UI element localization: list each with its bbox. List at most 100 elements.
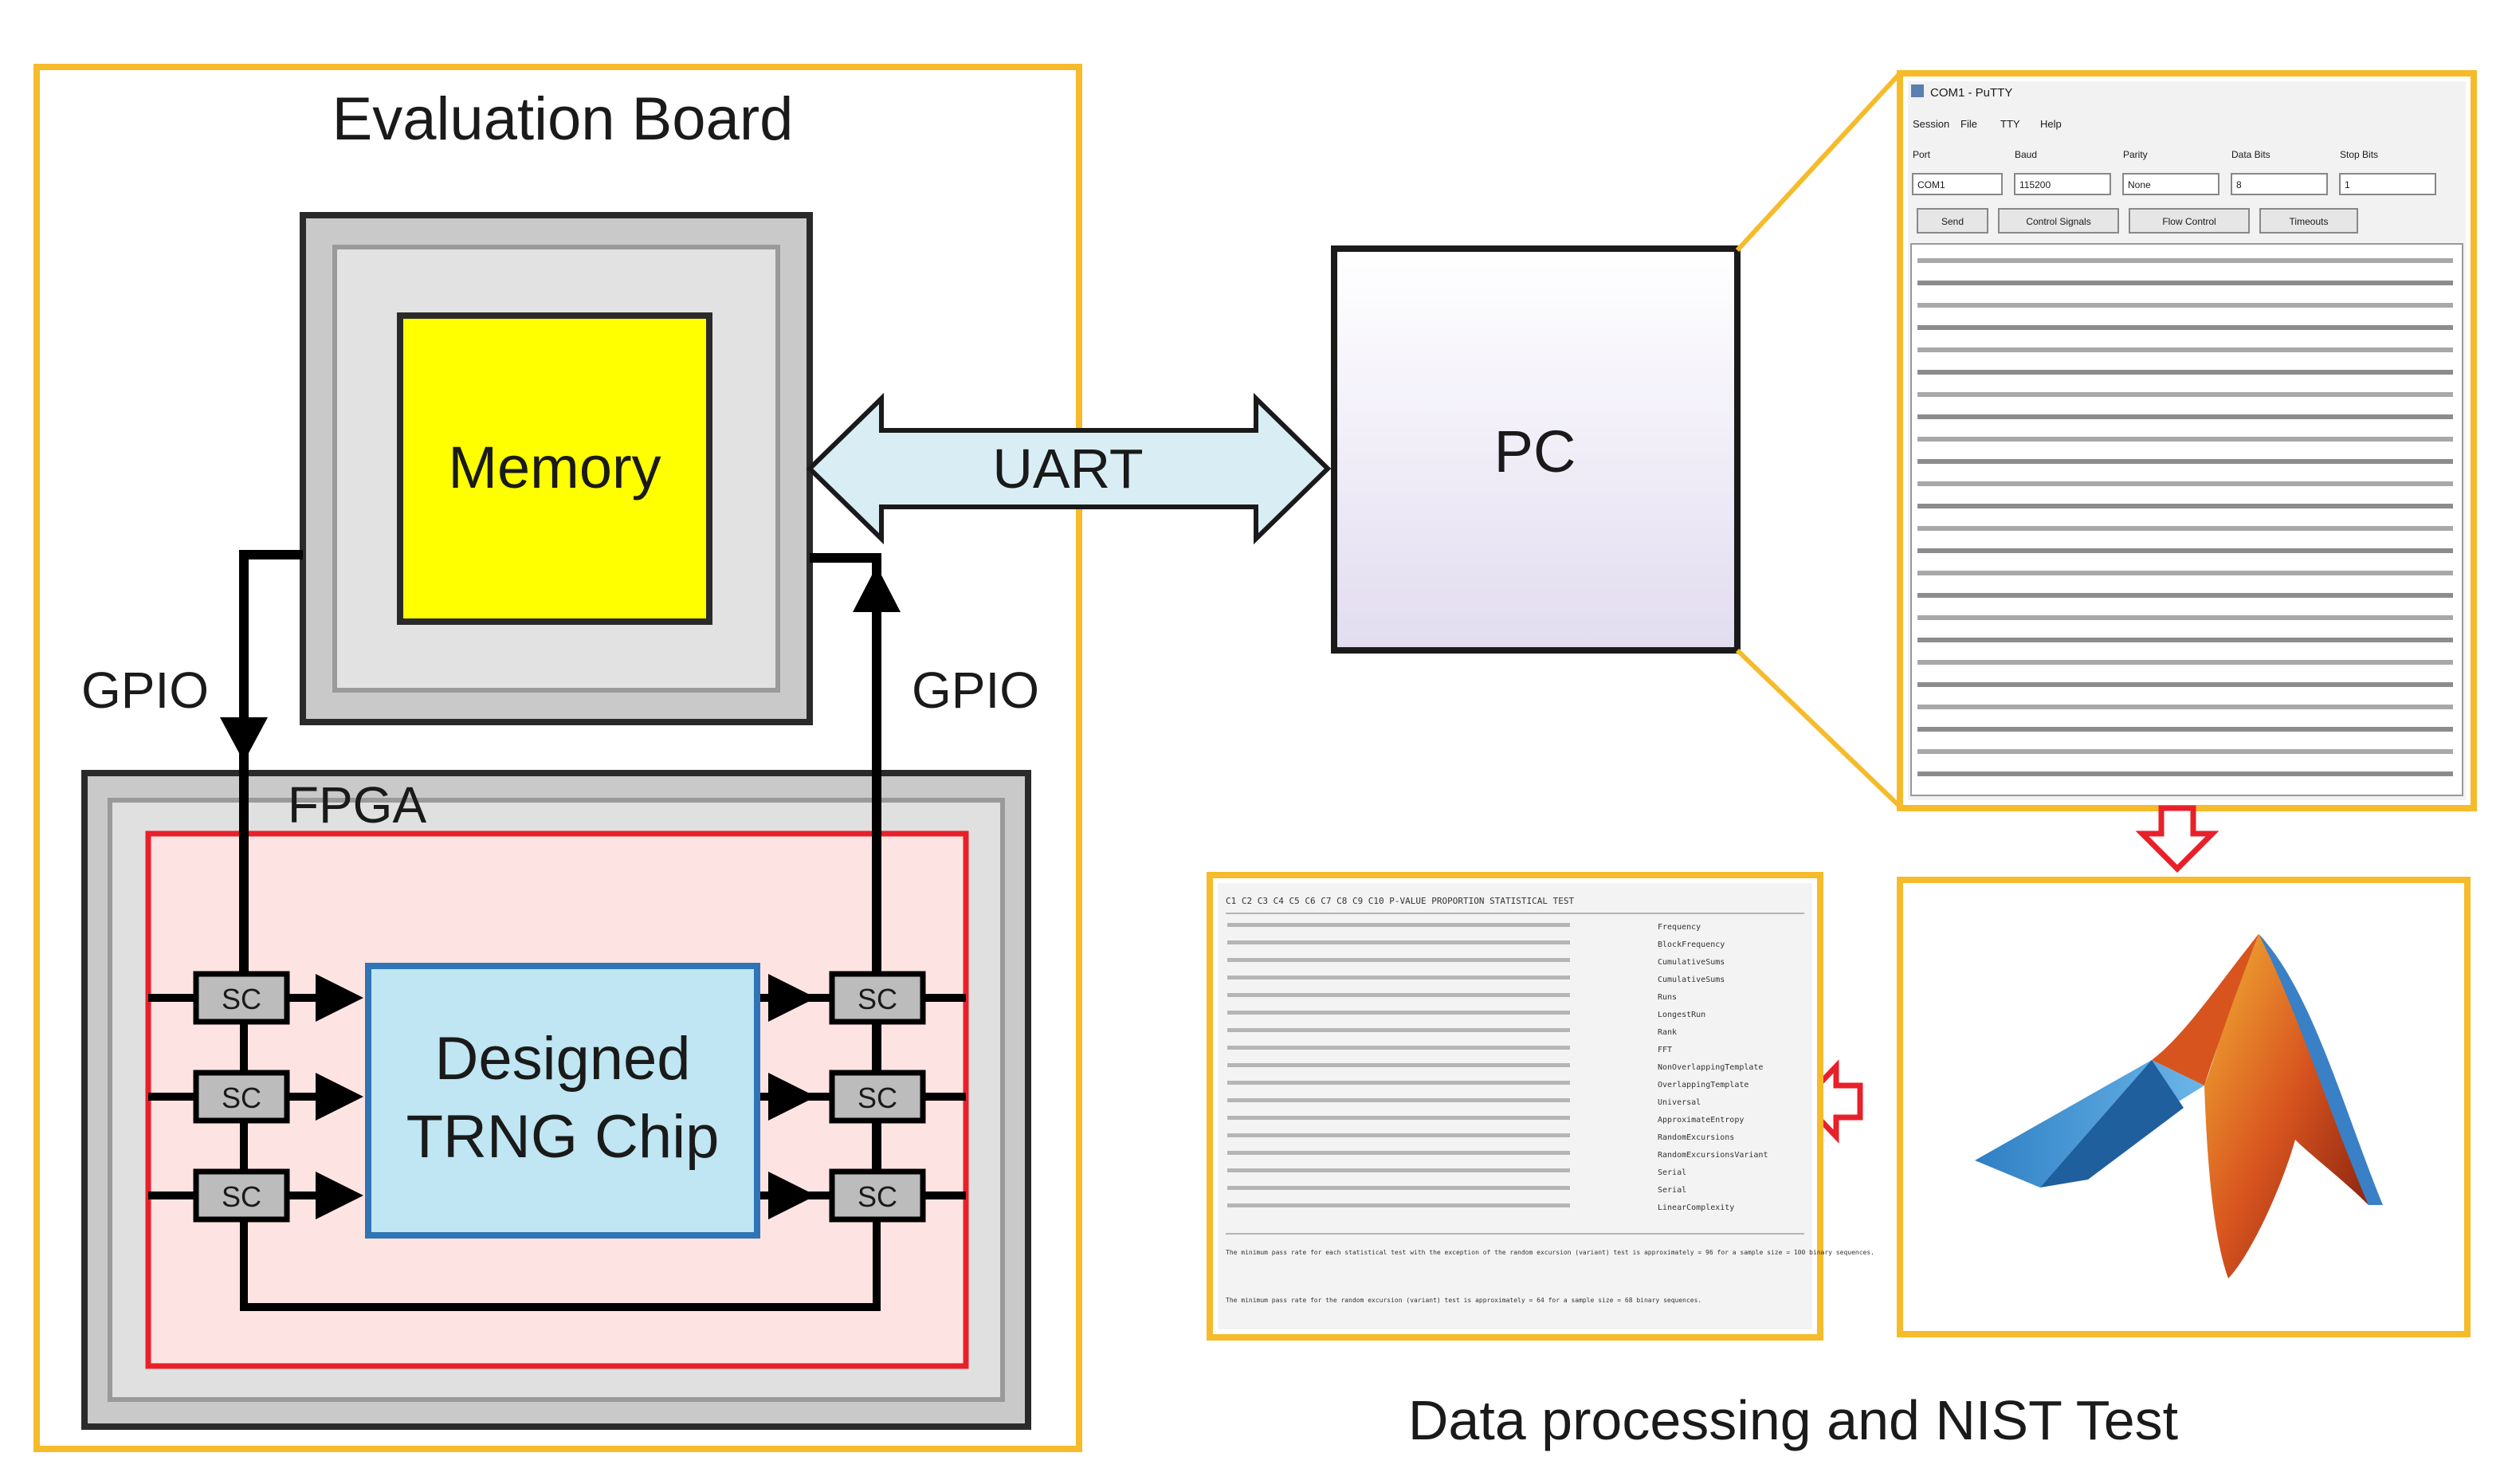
terminal-output-line bbox=[1917, 749, 2453, 754]
nist-row-values bbox=[1227, 1098, 1570, 1102]
nist-result-row: LinearComplexity bbox=[1227, 1203, 1734, 1212]
nist-test-name: NonOverlappingTemplate bbox=[1658, 1063, 1763, 1072]
terminal-field-baud: Baud bbox=[2015, 149, 2037, 160]
terminal-output-line bbox=[1917, 771, 2453, 776]
nist-test-name: Universal bbox=[1658, 1098, 1701, 1107]
nist-test-name: RandomExcursions bbox=[1658, 1133, 1734, 1142]
terminal-output-line bbox=[1917, 437, 2453, 442]
nist-test-name: FFT bbox=[1658, 1046, 1672, 1054]
nist-test-name: LinearComplexity bbox=[1658, 1203, 1734, 1212]
uart-arrow bbox=[806, 392, 1332, 545]
matlab-frame bbox=[1897, 877, 2471, 1337]
terminal-button-flow bbox=[2129, 208, 2250, 234]
nist-row-values bbox=[1227, 1046, 1570, 1050]
nist-result-row: NonOverlappingTemplate bbox=[1227, 1063, 1763, 1072]
svg-text:Timeouts: Timeouts bbox=[2290, 216, 2329, 227]
nist-test-name: OverlappingTemplate bbox=[1658, 1081, 1748, 1089]
svg-text:SC: SC bbox=[858, 983, 897, 1015]
terminal-button-control bbox=[1998, 208, 2119, 234]
nist-row-values bbox=[1227, 923, 1570, 927]
zoom-callout-bottom bbox=[1735, 648, 1902, 809]
nist-test-name: Frequency bbox=[1658, 923, 1701, 932]
memory-label: Memory bbox=[448, 434, 661, 501]
nist-result-row: RandomExcursionsVariant bbox=[1227, 1151, 1768, 1160]
nist-row-values bbox=[1227, 1203, 1570, 1207]
input-arrow-2 bbox=[316, 1073, 363, 1121]
nist-result-row: Serial bbox=[1227, 1186, 1686, 1195]
process-arrow-down bbox=[2135, 805, 2219, 873]
output-arrow-1 bbox=[768, 974, 816, 1022]
nist-test-name: Serial bbox=[1658, 1168, 1686, 1177]
nist-row-values bbox=[1227, 1011, 1570, 1015]
terminal-output-line bbox=[1917, 593, 2453, 598]
nist-row-values bbox=[1227, 1116, 1570, 1120]
terminal-output-line bbox=[1917, 705, 2453, 709]
sc-cell-right-3: SC bbox=[829, 1168, 926, 1223]
uart-label: UART bbox=[992, 438, 1143, 500]
svg-text:SC: SC bbox=[858, 1180, 897, 1213]
svg-text:Flow Control: Flow Control bbox=[2162, 216, 2216, 227]
nist-result-row: OverlappingTemplate bbox=[1227, 1081, 1748, 1089]
terminal-output-line bbox=[1917, 526, 2453, 531]
terminal-select-stopbits bbox=[2339, 173, 2436, 195]
nist-result-row: Universal bbox=[1227, 1098, 1701, 1107]
nist-row-values bbox=[1227, 958, 1570, 962]
terminal-output-line bbox=[1917, 638, 2453, 642]
svg-text:Send: Send bbox=[1941, 216, 1964, 227]
gpio-right-label: GPIO bbox=[912, 662, 1039, 719]
terminal-select-databits bbox=[2231, 173, 2328, 195]
nist-row-values bbox=[1227, 993, 1570, 997]
gpio-right-arrowhead bbox=[853, 566, 901, 612]
zoom-callout-top bbox=[1735, 71, 1902, 253]
terminal-menu-help: Help bbox=[2040, 118, 2062, 130]
svg-text:SC: SC bbox=[222, 1180, 261, 1213]
pc-label: PC bbox=[1494, 418, 1576, 485]
terminal-output-area bbox=[1910, 243, 2463, 796]
nist-result-row: BlockFrequency bbox=[1227, 940, 1725, 949]
trng-chip-label-line1: Designed bbox=[434, 1025, 690, 1093]
input-arrow-1 bbox=[316, 974, 363, 1022]
terminal-select-port-value: COM1 bbox=[1917, 179, 1945, 190]
terminal-output-line bbox=[1917, 370, 2453, 375]
nist-result-row: Serial bbox=[1227, 1168, 1686, 1177]
nist-result-row: CumulativeSums bbox=[1227, 976, 1725, 984]
sc-cell-left-3: SC bbox=[193, 1168, 290, 1223]
nist-footnote-2: The minimum pass rate for the random exc… bbox=[1226, 1297, 1701, 1304]
nist-row-values bbox=[1227, 1063, 1570, 1067]
nist-row-values bbox=[1227, 940, 1570, 944]
gpio-left-label: GPIO bbox=[81, 662, 209, 719]
nist-row-values bbox=[1227, 1028, 1570, 1032]
nist-row-values bbox=[1227, 1081, 1570, 1085]
evaluation-board-title: Evaluation Board bbox=[332, 85, 794, 153]
terminal-output-line bbox=[1917, 459, 2453, 464]
terminal-window: COM1 - PuTTY Session File TTY Help Port … bbox=[1908, 81, 2466, 800]
output-arrow-3 bbox=[768, 1172, 816, 1219]
terminal-field-parity: Parity bbox=[2123, 149, 2148, 160]
terminal-output-line bbox=[1917, 303, 2453, 308]
terminal-select-databits-value: 8 bbox=[2236, 179, 2242, 190]
nist-result-row: CumulativeSums bbox=[1227, 958, 1725, 967]
terminal-output-line bbox=[1917, 481, 2453, 486]
nist-result-row: Frequency bbox=[1227, 923, 1701, 932]
terminal-field-port: Port bbox=[1913, 149, 1931, 160]
nist-result-row: Rank bbox=[1227, 1028, 1677, 1037]
nist-result-row: LongestRun bbox=[1227, 1011, 1705, 1019]
terminal-button-send bbox=[1917, 208, 1988, 234]
nist-test-name: CumulativeSums bbox=[1658, 958, 1725, 967]
terminal-output-line bbox=[1917, 258, 2453, 263]
terminal-output-line bbox=[1917, 414, 2453, 419]
nist-result-row: ApproximateEntropy bbox=[1227, 1116, 1744, 1125]
input-arrow-3 bbox=[316, 1172, 363, 1219]
terminal-output-line bbox=[1917, 281, 2453, 285]
terminal-output-line bbox=[1917, 504, 2453, 508]
terminal-output-line bbox=[1917, 660, 2453, 665]
sc-cell-right-1: SC bbox=[829, 971, 926, 1025]
terminal-menu-session: Session bbox=[1913, 118, 1949, 130]
nist-result-row: FFT bbox=[1227, 1046, 1672, 1054]
terminal-output-line bbox=[1917, 392, 2453, 397]
nist-row-values bbox=[1227, 1186, 1570, 1190]
terminal-field-databits: Data Bits bbox=[2231, 149, 2270, 160]
trng-chip-label-line2: TRNG Chip bbox=[406, 1103, 720, 1171]
terminal-output-line bbox=[1917, 615, 2453, 620]
